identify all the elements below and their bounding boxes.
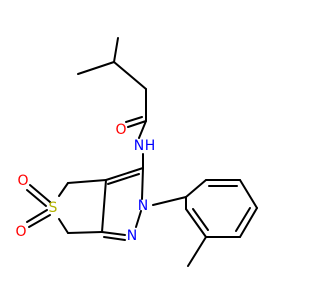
bond-ar4-ar5 <box>239 207 258 238</box>
bond-ch-ch2 <box>113 61 147 90</box>
bond-ar4-ar5-inner <box>235 207 251 232</box>
bond-ar1-ar2 <box>185 179 207 198</box>
bond-carbonyl-n <box>138 120 147 139</box>
bond-c6-s <box>58 218 69 234</box>
bond-ar6-methyl <box>187 236 207 267</box>
bond-c3-c3a-inner <box>107 173 140 185</box>
bond-c3-n2 <box>141 167 144 200</box>
bond-c3-c3a <box>105 167 144 181</box>
bond-ar6-ar1-inner <box>192 208 209 231</box>
bond-s-o2-1 <box>28 214 51 228</box>
bond-s-o1-2 <box>26 189 47 207</box>
bond-c6a-n1 <box>101 231 126 236</box>
atom-n-amide: N <box>134 138 144 154</box>
bond-c3a-c6a <box>101 179 107 233</box>
atom-o-sulfonyl-1: O <box>17 173 28 189</box>
atom-labels: O N H S O O N N <box>15 122 155 244</box>
atom-o-sulfonyl-2: O <box>15 224 26 240</box>
atom-s: S <box>49 200 58 216</box>
bond-carbonyl-o-1 <box>127 120 147 128</box>
bond-n2-aryl <box>152 196 187 206</box>
bond-ar6-ar1 <box>185 208 207 238</box>
bond-ar3-ar4 <box>239 179 258 209</box>
atom-o-amide: O <box>115 122 126 138</box>
atom-n-pyrazole-1: N <box>127 228 137 244</box>
bond-c6a-c6 <box>67 231 103 234</box>
bond-c4-s <box>58 182 69 197</box>
bonds <box>26 37 258 267</box>
bond-c6a-n1-inner <box>103 236 126 241</box>
bond-s-o1-1 <box>29 184 51 203</box>
molecule-structure: O N H S O O N N <box>15 37 258 267</box>
bond-s-o2-2 <box>26 209 48 223</box>
bond-n1-n2 <box>135 210 142 228</box>
bond-c3a-c4 <box>67 179 107 184</box>
bond-carbonyl-o-2 <box>125 116 143 123</box>
atom-n-pyrazole-2: N <box>138 198 148 214</box>
bond-ch3b-ch <box>77 61 115 75</box>
bond-ch3a-ch <box>113 37 119 63</box>
atom-h-amide: H <box>145 138 156 154</box>
